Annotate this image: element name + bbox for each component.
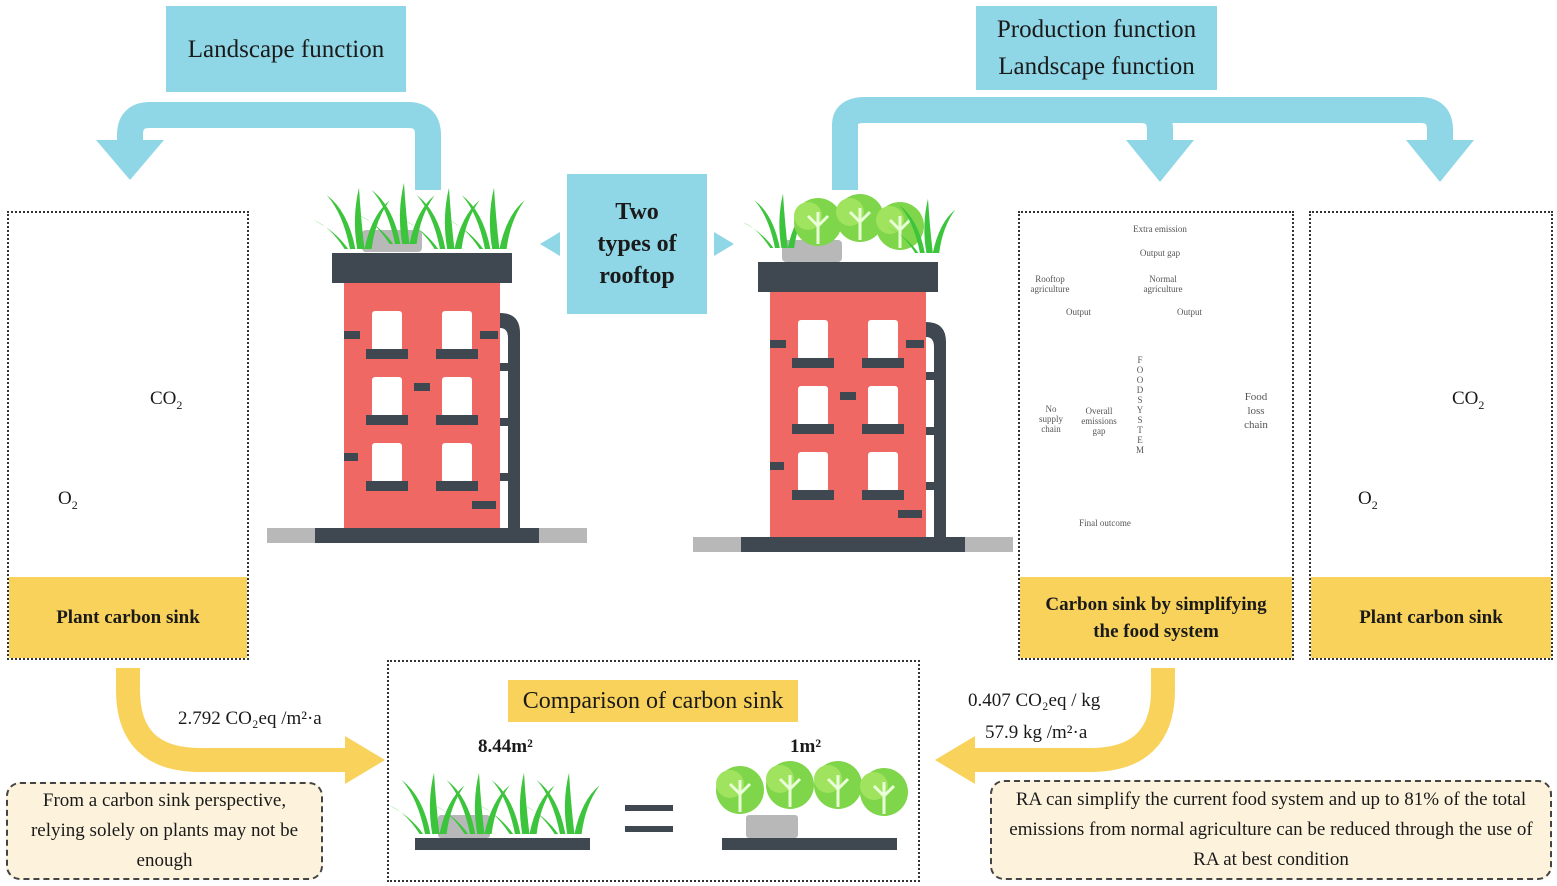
building-grass-roof bbox=[267, 253, 587, 543]
mini-output-gap: Output gap bbox=[1139, 248, 1181, 258]
right-flow-value-1: 0.407 CO₂eq / kg bbox=[968, 690, 1101, 711]
right-note: RA can simplify the current food system … bbox=[990, 780, 1552, 880]
mini-final-outcome: Final outcome bbox=[1079, 518, 1131, 528]
co2-label-right: CO2 bbox=[1452, 388, 1485, 412]
mini-food-loss: Food loss chain bbox=[1244, 391, 1268, 431]
left-note: From a carbon sink perspective, relying … bbox=[6, 782, 323, 880]
co2-label: CO2 bbox=[150, 388, 183, 412]
comparison-title: Comparison of carbon sink bbox=[508, 680, 798, 722]
building-lettuce-roof bbox=[693, 262, 1013, 552]
left-plant-carbon-sink-caption: Plant carbon sink bbox=[9, 577, 247, 658]
roof-lettuce-right bbox=[743, 192, 956, 253]
landscape-function-label: Landscape function bbox=[187, 35, 385, 63]
mini-rooftop-agriculture: Rooftop agriculture bbox=[1030, 274, 1070, 294]
two-types-line1: Two bbox=[615, 199, 659, 225]
right-pointer bbox=[714, 232, 734, 256]
left-yellow-arrow-head bbox=[345, 736, 385, 784]
mini-supply-chain: No supply chain bbox=[1038, 404, 1063, 434]
landscape-arrow-head bbox=[96, 140, 164, 180]
mini-output-right: Output bbox=[1177, 307, 1203, 317]
o2-label-right: O2 bbox=[1358, 488, 1378, 512]
mini-emissions-gap: Overall emissions gap bbox=[1081, 406, 1117, 436]
production-arrow-head-2 bbox=[1406, 140, 1474, 182]
right-yellow-arrow bbox=[968, 668, 1175, 772]
production-function-label: Production function bbox=[996, 16, 1197, 43]
right-plant-carbon-sink-caption: Plant carbon sink bbox=[1311, 577, 1551, 658]
equals-sign bbox=[625, 805, 673, 832]
production-arrow-head-1 bbox=[1126, 140, 1194, 182]
mini-normal-agriculture: Normal agriculture bbox=[1143, 274, 1183, 294]
two-types-line2: types of bbox=[597, 231, 677, 257]
two-types-rooftop-box: Two types of rooftop bbox=[567, 174, 707, 314]
mini-output-left: Output bbox=[1066, 307, 1092, 317]
left-flow-value: 2.792 CO₂eq /m²·a bbox=[178, 708, 322, 729]
left-pointer bbox=[540, 232, 560, 256]
production-landscape-box: Production function Landscape function bbox=[976, 6, 1217, 90]
landscape-function-box: Landscape function bbox=[166, 6, 406, 92]
comparison-grass-roof bbox=[389, 772, 600, 850]
mini-food-system: FOOD SYSTEM bbox=[1136, 355, 1145, 455]
landscape-function-label-2: Landscape function bbox=[998, 53, 1195, 80]
comparison-lettuce-roof bbox=[714, 759, 910, 850]
food-system-caption: Carbon sink by simplifying the food syst… bbox=[1020, 577, 1292, 658]
comparison-panel bbox=[387, 660, 920, 882]
production-arrow bbox=[832, 97, 1453, 190]
o2-label: O2 bbox=[58, 488, 78, 512]
left-area-label: 8.44m² bbox=[478, 736, 533, 757]
landscape-arrow bbox=[117, 102, 441, 190]
mini-extra-emission: Extra emission bbox=[1133, 224, 1187, 234]
two-types-line3: rooftop bbox=[599, 263, 675, 289]
left-yellow-arrow bbox=[116, 668, 350, 772]
right-area-label: 1m² bbox=[790, 736, 822, 757]
right-yellow-arrow-head bbox=[935, 736, 975, 784]
right-flow-value-2: 57.9 kg /m²·a bbox=[985, 722, 1088, 743]
